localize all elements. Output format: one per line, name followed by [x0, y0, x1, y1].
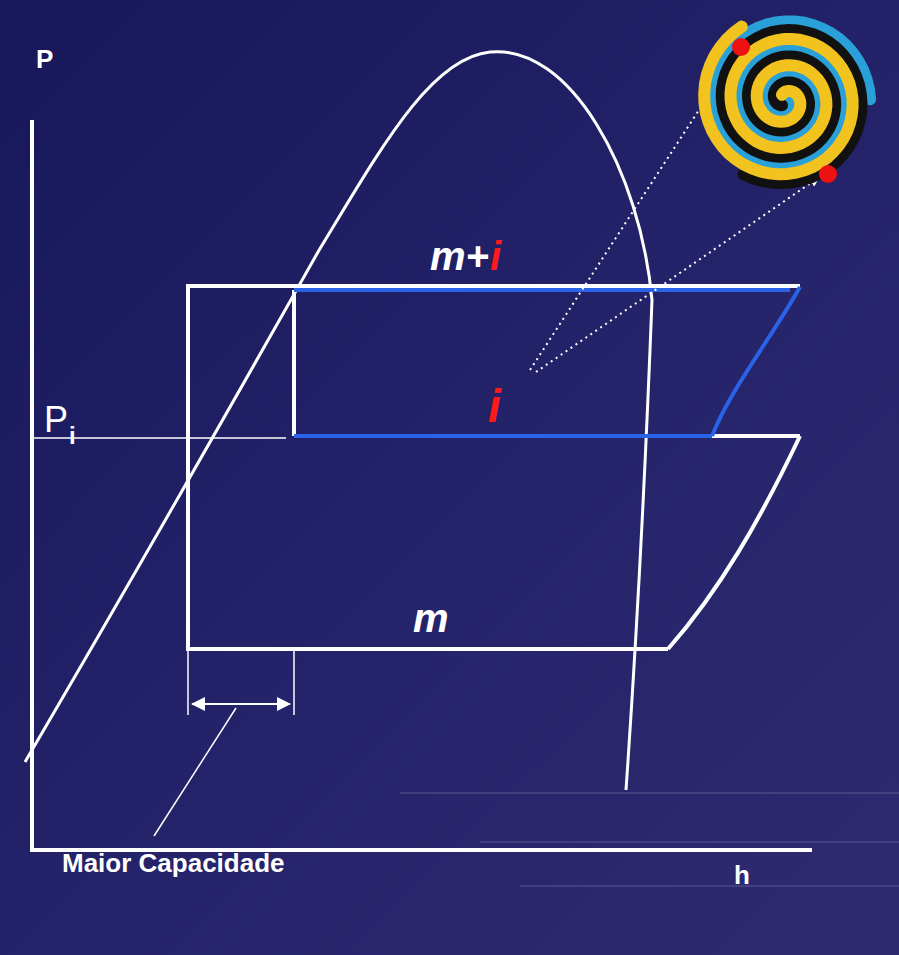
flow-label: m+ [430, 236, 489, 276]
flow-label: m [413, 598, 449, 638]
faint-lines [400, 793, 899, 886]
note-label: Maior Capacidade [62, 850, 285, 876]
scroll-icon [704, 21, 870, 183]
axes [30, 120, 812, 852]
scroll-port [732, 38, 750, 56]
saturation-dome [25, 52, 652, 790]
axis-label: h [734, 862, 750, 888]
injection-path [294, 287, 800, 436]
scroll-port [819, 165, 837, 183]
scroll-spiral [704, 27, 852, 175]
capacity-dimension [154, 649, 294, 836]
cycle-outline [188, 286, 800, 649]
pressure-subscript: i [69, 424, 76, 448]
injection-label: i [488, 383, 501, 429]
axis-label: P [36, 46, 53, 72]
pressure-label: P [44, 402, 68, 438]
flow-label: i [490, 236, 501, 276]
